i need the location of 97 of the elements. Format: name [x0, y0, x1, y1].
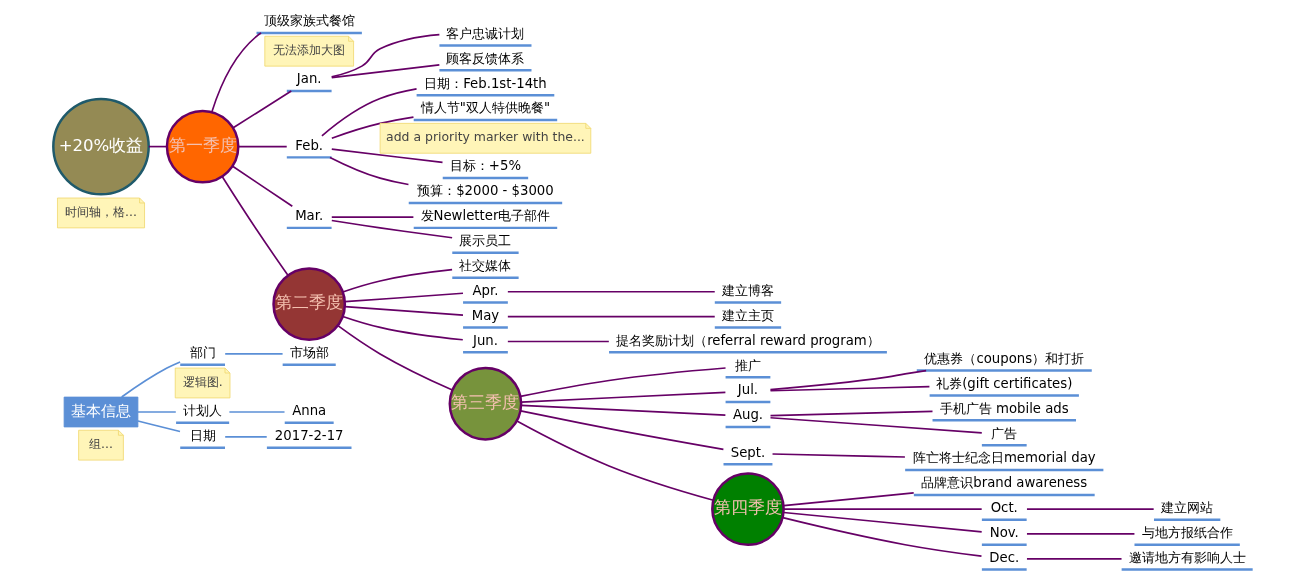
- node-label: add a priority marker with the...: [385, 129, 585, 145]
- node-text: Aug.: [732, 407, 763, 423]
- node-text: 阵亡将士纪念日memorial day: [912, 450, 1096, 466]
- connector: [782, 508, 982, 510]
- connector: [506, 315, 716, 318]
- connector: [769, 416, 983, 434]
- node-text: Feb.: [294, 137, 323, 153]
- connector: [343, 305, 464, 316]
- node-text: Jun.: [472, 332, 498, 348]
- node-text: 广告: [990, 425, 1017, 441]
- node-text: 预算：$2000 - $3000: [416, 183, 554, 199]
- connector: [1025, 533, 1135, 535]
- node-text: 部门: [189, 345, 216, 361]
- node-text: Oct.: [990, 500, 1018, 516]
- node-circle: 第三季度: [448, 366, 522, 441]
- connector: [519, 404, 726, 416]
- node-text: 市场部: [289, 345, 329, 361]
- connector: [506, 340, 610, 343]
- connector: [1025, 558, 1122, 560]
- connector: [120, 361, 181, 398]
- connector: [228, 411, 285, 413]
- connector: [336, 324, 453, 391]
- node-text: 顾客反馈体系: [445, 50, 524, 66]
- connector: [769, 385, 930, 392]
- node-text: Dec.: [988, 549, 1019, 565]
- connector: [237, 145, 288, 148]
- node-text: 目标：+5%: [449, 158, 521, 174]
- node-text: 日期: [189, 428, 216, 444]
- connector: [782, 511, 982, 533]
- connector: [221, 175, 289, 277]
- connector: [223, 436, 268, 438]
- connector: [781, 516, 982, 558]
- node-text: 建立网站: [1160, 500, 1213, 516]
- node-text: Nov.: [989, 525, 1019, 541]
- node-label: 时间轴，格...: [64, 203, 137, 219]
- node-circle: +20%收益: [51, 97, 150, 196]
- connector: [519, 410, 724, 451]
- connector: [519, 391, 726, 403]
- node-text: 品牌意识brand awareness: [920, 475, 1087, 491]
- node-circle: 第二季度: [271, 267, 346, 342]
- connector: [769, 369, 927, 391]
- connector: [506, 290, 716, 293]
- connector: [328, 156, 409, 186]
- node-label: 无法添加大图: [272, 42, 345, 58]
- connector: [343, 292, 464, 303]
- connector: [231, 165, 293, 208]
- node-text: 发Newletter电子部件: [420, 208, 550, 224]
- node-text: 客户忠诚计划: [445, 25, 524, 41]
- connector: [769, 410, 933, 417]
- node-text: Mar.: [294, 208, 323, 224]
- connector: [330, 64, 440, 79]
- node-text: 顶级家族式餐馆: [263, 13, 355, 29]
- node-text: 社交媒体: [458, 258, 511, 274]
- node-text: Anna: [291, 403, 326, 419]
- connector: [330, 33, 440, 78]
- connector: [330, 219, 453, 239]
- connector: [210, 32, 262, 113]
- node-text: Jul.: [737, 382, 758, 398]
- connector: [320, 88, 417, 137]
- node-text: 优惠券（coupons）和打折: [923, 350, 1084, 366]
- connector: [1025, 508, 1154, 510]
- connector: [147, 145, 168, 148]
- connector: [330, 216, 414, 218]
- node-text: 手机广告 mobile ads: [939, 400, 1069, 416]
- node-circle: 第一季度: [165, 109, 240, 184]
- connector: [341, 315, 464, 341]
- node-label: 组...: [88, 436, 113, 452]
- node-text: 计划人: [182, 403, 222, 419]
- connector: [515, 420, 714, 502]
- node-label: 逻辑图.: [182, 373, 223, 389]
- node-text: Apr.: [471, 282, 498, 298]
- connector: [519, 367, 726, 398]
- connector: [136, 420, 181, 433]
- node-circle: 第四季度: [710, 472, 785, 546]
- node-text: Jan.: [296, 71, 322, 87]
- node-text: 提名奖励计划（referral reward program）: [615, 332, 880, 348]
- node-text: May: [471, 307, 499, 323]
- connector: [330, 116, 414, 140]
- node-text: 展示员工: [458, 233, 511, 249]
- node-text: 日期：Feb.1st-14th: [423, 75, 547, 91]
- connector: [771, 453, 906, 458]
- node-text: 推广: [734, 357, 761, 373]
- connector: [782, 492, 915, 507]
- connector: [231, 90, 292, 129]
- node-text: 2017-2-17: [274, 428, 344, 444]
- connector: [341, 268, 453, 293]
- connector: [223, 353, 283, 355]
- connector: [330, 148, 443, 164]
- node-text: 建立主页: [721, 307, 774, 323]
- node-text: 礼券(gift certificates): [935, 375, 1072, 391]
- node-text: 邀请地方有影响人士: [1128, 549, 1246, 565]
- node-text: 与地方报纸合作: [1141, 525, 1233, 541]
- node-box: 基本信息: [63, 396, 138, 428]
- node-text: 建立博客: [721, 282, 774, 298]
- node-text: Sept.: [730, 444, 765, 460]
- node-text: 情人节"双人特供晚餐": [420, 100, 550, 116]
- connector: [136, 411, 177, 413]
